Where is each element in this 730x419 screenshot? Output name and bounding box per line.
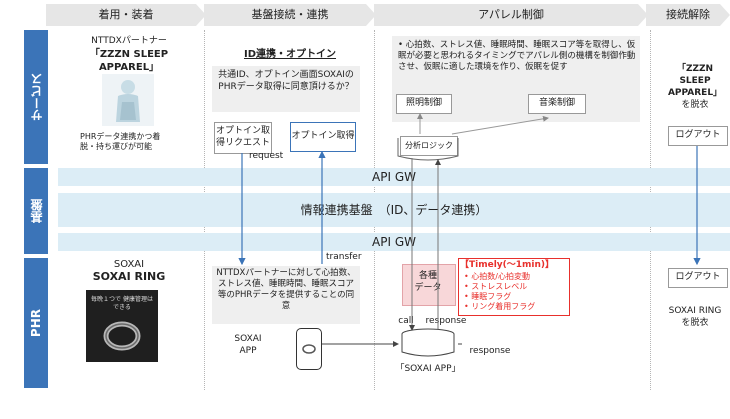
- control-description: • 心拍数、ストレス値、睡眠時間、睡眠スコア等を取得し、仮眠が必要と思われるタイ…: [398, 40, 636, 73]
- timely-item: • リング着用フラグ: [464, 302, 536, 311]
- phase-apparel-control: アパレル制御: [374, 4, 648, 26]
- ring-undress-line2: を脱衣: [681, 318, 709, 328]
- data-box-line2: データ: [414, 283, 442, 293]
- optin-obtain-box: オプトイン取得: [290, 122, 356, 152]
- ring-photo: 毎晩１つで 健康管理はできる: [86, 290, 158, 362]
- apparel-photo: [102, 74, 154, 126]
- call-label: call: [398, 316, 414, 326]
- music-control-box: 音楽制御: [528, 94, 586, 114]
- ring-product: SOXAI RING: [92, 270, 166, 283]
- release-product-line1: 「ZZZN: [676, 64, 714, 74]
- light-control-box: 照明制御: [396, 94, 452, 114]
- data-box: [402, 264, 456, 306]
- logout-box-service: ログアウト: [668, 126, 728, 146]
- smartphone-icon: [296, 328, 322, 370]
- soxai-app-db-label: 「SOXAI APP」: [395, 364, 461, 374]
- phase-wearing: 着用・装着: [46, 4, 206, 26]
- phase-disconnect: 接続解除: [646, 4, 730, 26]
- timely-title: 【Timely(～1min)】: [460, 260, 555, 270]
- timely-box: [458, 258, 570, 316]
- analysis-db-cylinder: [397, 138, 459, 161]
- phr-consent-box: [212, 266, 360, 324]
- partner-name: NTTDXパートナー: [91, 36, 167, 46]
- platform-band: 情報連携基盤 （ID、データ連携）: [58, 193, 730, 227]
- consent-title: ID連携・オプトイン: [243, 49, 337, 60]
- api-gw-bottom-band: API GW: [58, 233, 730, 251]
- ring-brand: SOXAI: [113, 259, 145, 270]
- optin-request-box: オプトイン取得リクエスト: [214, 122, 272, 154]
- release-product-line2: SLEEP: [679, 76, 711, 86]
- response-label-upper: response: [425, 316, 467, 326]
- timely-item: • 睡眠フラグ: [464, 292, 512, 301]
- partner-product-line1: 「ZZZN SLEEP: [89, 49, 169, 60]
- soxai-app-label-line2: APP: [239, 346, 257, 356]
- timely-item: • ストレスレベル: [464, 282, 528, 291]
- soxai-app-label-line1: SOXAI: [234, 334, 262, 344]
- row-label-service: サービス: [24, 30, 48, 164]
- request-label: request: [249, 151, 284, 161]
- partner-caption: PHRデータ連携かつ着脱・持ち運びが可能: [80, 132, 161, 152]
- ring-undress-line1: SOXAI RING: [668, 306, 722, 316]
- response-label-lower: response: [469, 346, 511, 356]
- row-label-platform: 基盤: [24, 168, 48, 254]
- phr-consent-text: NTTDXパートナーに対して心拍数、ストレス値、睡眠時間、睡眠スコア等のPHRデ…: [216, 268, 356, 312]
- analysis-logic-box: 分析ロジック: [400, 136, 458, 156]
- api-gw-top-band: API GW: [58, 168, 730, 186]
- release-undress-text: を脱衣: [681, 100, 709, 110]
- transfer-label: transfer: [326, 252, 362, 262]
- ring-photo-caption: 毎晩１つで 健康管理はできる: [91, 296, 153, 311]
- app-db-body: [401, 334, 455, 357]
- phase-connection: 基盤接続・連携: [204, 4, 376, 26]
- logic-to-music-arrow: [451, 115, 549, 135]
- data-box-line1: 各種: [418, 271, 437, 281]
- consent-question: 共通ID、オプトイン画面SOXAIのPHRデータ取得に同意頂けるか？: [218, 70, 354, 92]
- logout-box-phr: ログアウト: [668, 268, 728, 288]
- partner-product-line2: APPAREL」: [98, 62, 160, 73]
- consent-question-box: [212, 66, 360, 112]
- row-label-phr: PHR: [24, 258, 48, 388]
- timely-item: • 心拍数/心拍変動: [464, 272, 530, 281]
- release-product-line3: APPAREL」: [667, 88, 723, 98]
